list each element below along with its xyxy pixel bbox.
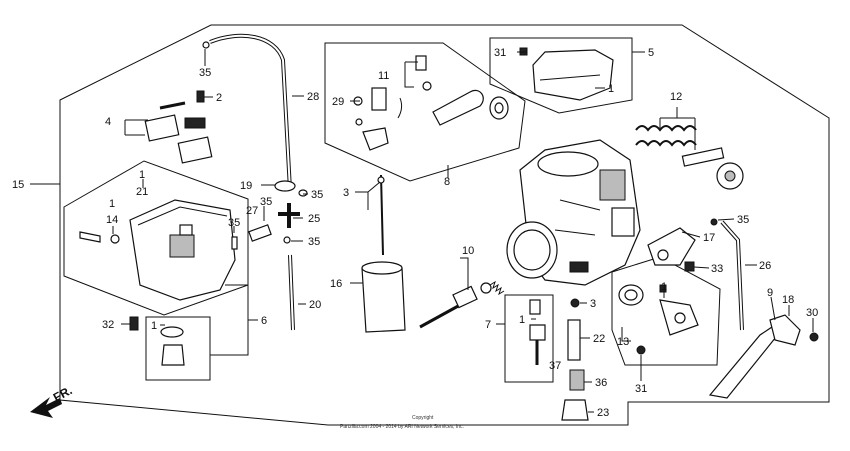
float-chamber-part-21	[129, 199, 236, 301]
copyright-text: Partzilla.com 2004 - 2014 by ARI Network…	[340, 424, 464, 430]
callout-30: 30	[806, 307, 818, 319]
t-joint-part-25	[278, 203, 300, 228]
callout-35: 35	[199, 67, 211, 79]
callout-1-plug: 1	[151, 320, 157, 332]
vent-tube-28	[209, 33, 292, 191]
bracket-part-18	[769, 314, 801, 346]
callout-31-pump: 31	[635, 383, 647, 395]
clip-part-35b	[231, 236, 238, 250]
callout-1: 1	[608, 83, 614, 95]
plug-part-23	[561, 399, 589, 421]
callout-1-float: 1	[139, 169, 145, 181]
callout-1-jet: 1	[519, 314, 525, 326]
pump-part-13	[618, 284, 699, 355]
needle-jet-part-7	[529, 299, 541, 315]
callout-26: 26	[759, 260, 771, 272]
slow-jet-part-36	[569, 369, 585, 391]
callout-2: 2	[216, 92, 222, 104]
drain-plug-part-6	[161, 344, 185, 366]
callout-35-lower: 35	[308, 236, 320, 248]
callout-28: 28	[307, 91, 319, 103]
main-jet-part-22	[567, 319, 581, 361]
linkage-part-8	[353, 55, 509, 151]
clip-part-35	[202, 41, 210, 49]
screw-part-3b	[570, 298, 580, 308]
callout-18: 18	[782, 294, 794, 306]
bolt-part-32	[129, 316, 139, 331]
callout-20: 20	[309, 299, 321, 311]
callout-7: 7	[485, 319, 491, 331]
clip-part-35d	[283, 236, 291, 244]
callout-1-pump: 1	[661, 281, 667, 293]
screw-part-2	[196, 90, 205, 103]
callout-14: 14	[106, 214, 118, 226]
washer-part-14	[110, 234, 120, 244]
callout-4: 4	[105, 116, 111, 128]
throttle-valve-part-16	[361, 261, 406, 333]
arrow-icon	[30, 397, 62, 418]
callout-5: 5	[648, 47, 654, 59]
carburetor-body	[506, 139, 641, 286]
callout-36: 36	[595, 377, 607, 389]
callout-23: 23	[597, 407, 609, 419]
callout-16: 16	[330, 278, 342, 290]
clip-part-35e	[298, 189, 308, 197]
callout-12: 12	[670, 91, 682, 103]
callout-22: 22	[593, 333, 605, 345]
idle-screw-part-10	[419, 280, 505, 329]
callout-19: 19	[240, 180, 252, 192]
callout-25: 25	[308, 213, 320, 225]
callout-17: 17	[703, 232, 715, 244]
jet-needle-part-3	[380, 174, 384, 256]
callout-32: 32	[102, 319, 114, 331]
callout-11: 11	[378, 70, 389, 82]
float-part-4	[144, 101, 213, 164]
group-frame-7	[504, 294, 554, 383]
callout-8: 8	[444, 176, 450, 188]
group-frame-6	[145, 316, 211, 381]
callout-3-screw: 3	[590, 298, 596, 310]
callout-1-screw: 1	[109, 198, 115, 210]
tube-part-27	[248, 224, 272, 242]
callout-35-clip: 35	[228, 217, 240, 229]
clip-part-35f	[710, 218, 718, 226]
pilot-screw-part-14	[79, 231, 101, 243]
throttle-spring-part-12	[635, 125, 744, 190]
callout-37: 37	[549, 360, 561, 372]
group-frame-5	[489, 37, 633, 114]
callout-6: 6	[261, 315, 267, 327]
callout-35-upper: 35	[311, 189, 323, 201]
callout-31: 31	[494, 47, 506, 59]
callout-labels: 35 2 4 28 29 11 31 5 1 12 8 15 1 21 1 14…	[12, 47, 818, 419]
assembly-boundary	[59, 24, 830, 426]
callout-10: 10	[462, 245, 474, 257]
callout-9: 9	[767, 287, 773, 299]
screw-part-30	[809, 332, 819, 342]
callout-35-bracket: 35	[737, 214, 749, 226]
top-cover-part-5	[519, 47, 614, 101]
leader-lines	[30, 49, 814, 413]
lever-part-9	[708, 324, 781, 399]
callout-15: 15	[12, 179, 24, 191]
screw-part-33	[684, 261, 695, 272]
callout-21: 21	[136, 186, 148, 198]
callout-27: 27	[246, 205, 258, 217]
group-frame-8	[324, 42, 526, 182]
o-ring-part-6	[160, 326, 184, 338]
copyright-title: Copyright	[412, 415, 434, 421]
callout-35-tube: 35	[260, 196, 272, 208]
callout-33: 33	[711, 263, 723, 275]
clip-part-19	[274, 180, 296, 192]
callout-13: 13	[617, 336, 629, 348]
callout-3: 3	[343, 187, 349, 199]
callout-29: 29	[332, 96, 344, 108]
